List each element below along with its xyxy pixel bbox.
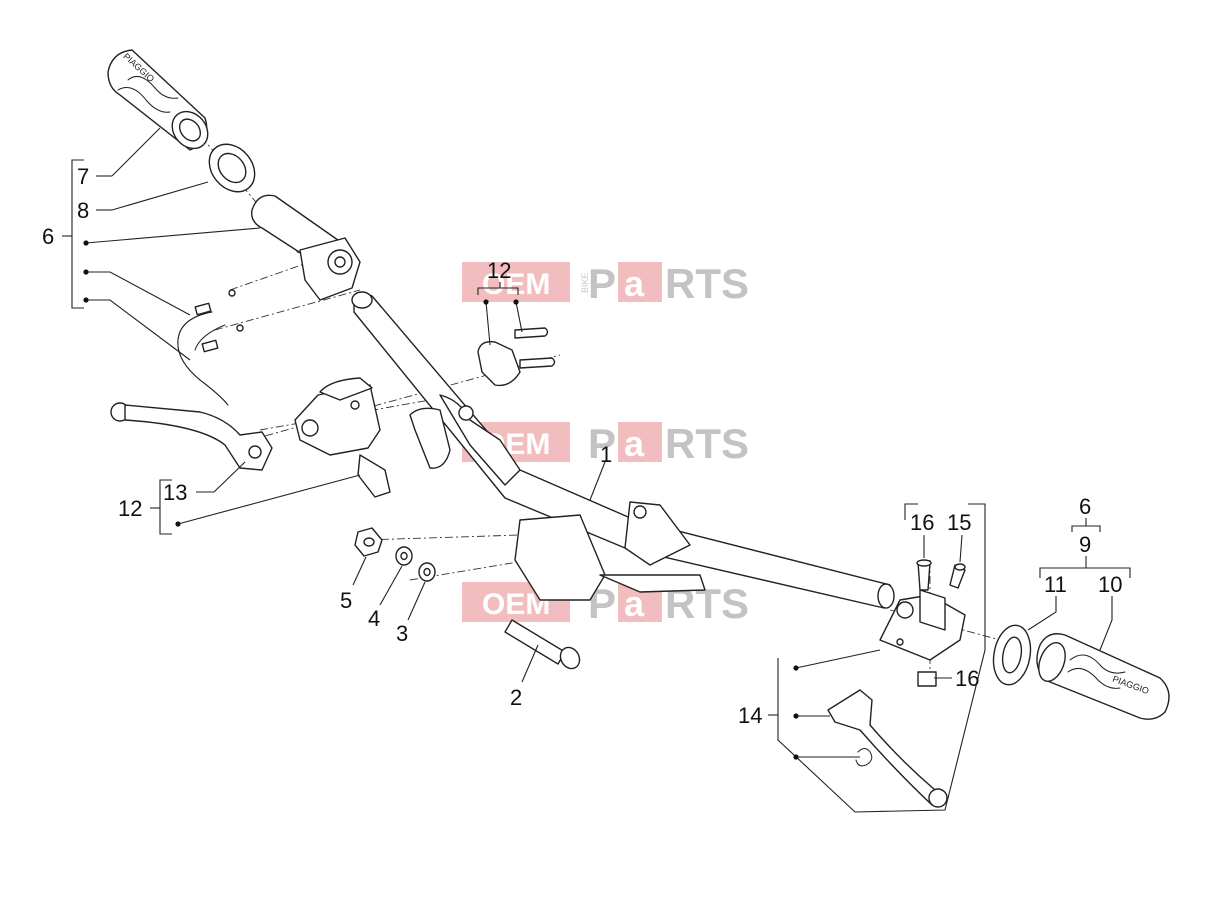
callout-7: 7 [77,164,89,189]
callout-12-left: 12 [118,496,142,521]
callout-6-right: 6 [1079,494,1091,519]
right-brake-lever [827,689,948,808]
screw-15 [949,563,966,589]
right-grip: PIAGGIO [1036,633,1170,720]
throttle-assembly [251,194,361,301]
callout-16-bottom: 16 [955,666,979,691]
washer-3 [418,562,436,582]
leader-bullets [83,240,799,760]
callout-4: 4 [368,606,380,631]
callout-6-left: 6 [42,224,54,249]
right-lever-bracket [879,589,966,661]
svg-text:BIKE: BIKE [580,272,590,293]
nut-16-bottom [917,671,937,687]
callout-labels: 6 7 8 12 12 13 1 5 4 3 2 16 15 16 14 6 9… [42,164,1122,728]
handlebar-clamp [477,327,556,387]
throttle-cables [177,289,244,406]
svg-text:P: P [588,260,616,307]
svg-text:a: a [624,263,645,304]
svg-text:P: P [588,420,616,467]
nut-5 [354,527,383,557]
callout-3: 3 [396,621,408,646]
washer-4 [395,546,413,566]
callout-9: 9 [1079,532,1091,557]
svg-text:a: a [624,423,645,464]
callout-11: 11 [1044,572,1067,597]
left-grip: PIAGGIO [107,49,209,151]
right-grip-ring [992,624,1032,686]
callout-10: 10 [1098,572,1122,597]
callout-14: 14 [738,703,762,728]
watermark-bottom: OEM P a RTS [462,580,749,627]
callout-15: 15 [947,510,971,535]
callout-16-top: 16 [910,510,934,535]
master-cylinder [294,377,391,498]
handlebar-tube [351,291,895,609]
left-brake-lever [110,402,273,471]
svg-text:a: a [624,583,645,624]
callout-8: 8 [77,198,89,223]
left-grip-ring [208,143,256,193]
callout-12-top: 12 [487,258,511,283]
bolt-2 [504,619,581,670]
svg-text:RTS: RTS [665,420,749,467]
callout-2: 2 [510,685,522,710]
screw-16-top [916,559,932,591]
callout-1: 1 [600,442,612,467]
callout-5: 5 [340,588,352,613]
callout-13: 13 [163,480,187,505]
svg-text:RTS: RTS [665,260,749,307]
leader-lines [62,127,1131,813]
svg-text:OEM: OEM [482,268,550,301]
watermark-top: OEM BIKE P a RTS [462,260,749,307]
